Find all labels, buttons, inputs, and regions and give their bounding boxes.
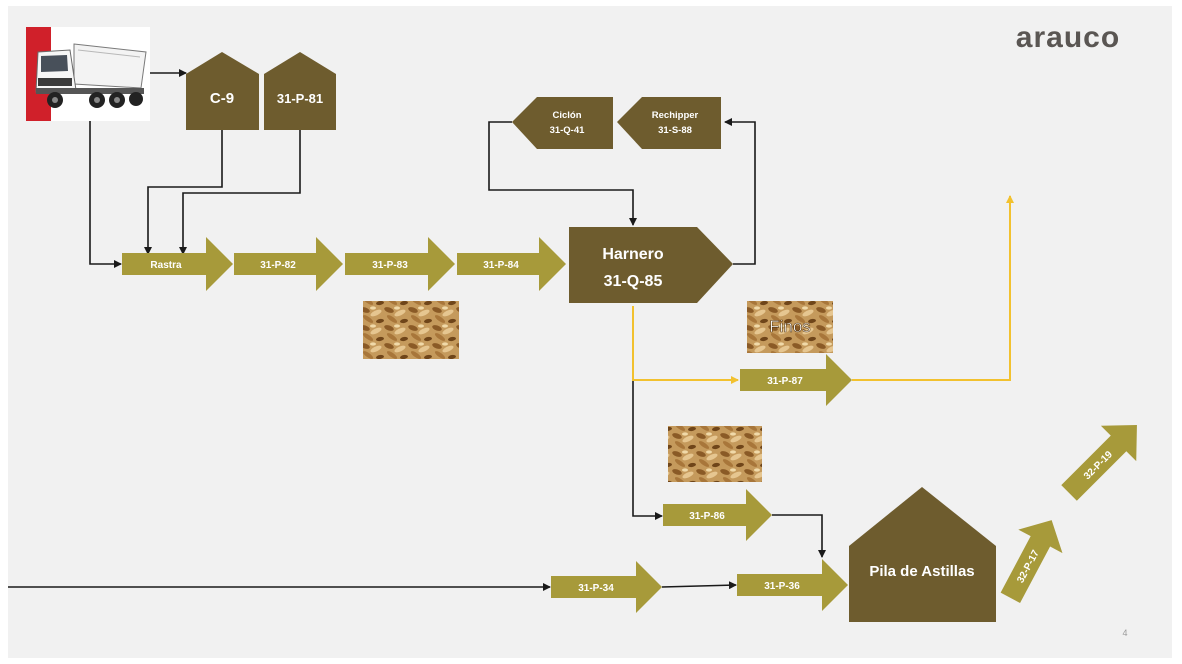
conveyor-31-p-83: 31-P-83 (345, 237, 455, 291)
finos-image: Finos (747, 301, 833, 353)
truck-image (26, 27, 150, 121)
conveyor-32-p-19: 32-P-19 (1061, 425, 1137, 501)
node-rechipper-name: Rechipper (652, 110, 699, 121)
conveyor-32-p-17: 32-P-17 (1000, 520, 1063, 604)
page-number: 4 (1122, 628, 1127, 638)
node-rechipper: Rechipper 31-S-88 (617, 97, 721, 149)
node-ciclon-code: 31-Q-41 (550, 125, 586, 136)
flow-lines (8, 69, 826, 591)
finos-label: Finos (769, 317, 811, 336)
conveyor-rastra: Rastra (122, 237, 233, 291)
conveyor-31-p-36: 31-P-36 (737, 559, 848, 611)
conveyor-31-p-36-label: 31-P-36 (764, 581, 800, 592)
node-31-p-81-label: 31-P-81 (277, 91, 323, 106)
conveyor-31-p-84: 31-P-84 (457, 237, 566, 291)
conveyor-31-p-34: 31-P-34 (551, 561, 662, 613)
wood-chips-image-2 (668, 426, 762, 482)
node-31-p-81: 31-P-81 (264, 52, 336, 130)
conveyor-31-p-86: 31-P-86 (663, 489, 772, 541)
conveyor-31-p-87: 31-P-87 (740, 354, 852, 406)
conveyor-31-p-82-label: 31-P-82 (260, 260, 296, 271)
node-harnero-code: 31-Q-85 (604, 273, 663, 290)
node-pila-de-astillas: Pila de Astillas (849, 487, 996, 622)
node-harnero-name: Harnero (602, 246, 664, 263)
node-ciclon-name: Ciclón (552, 110, 581, 121)
wood-chips-image (363, 301, 459, 359)
conveyor-rastra-label: Rastra (150, 260, 182, 271)
node-rechipper-code: 31-S-88 (658, 125, 692, 136)
conveyor-31-p-82: 31-P-82 (234, 237, 343, 291)
conveyor-31-p-87-label: 31-P-87 (767, 376, 803, 387)
node-c9: C-9 (186, 52, 259, 130)
conveyor-31-p-34-label: 31-P-34 (578, 583, 614, 594)
node-harnero: Harnero 31-Q-85 (569, 227, 733, 303)
conveyor-31-p-83-label: 31-P-83 (372, 260, 408, 271)
arauco-logo: arauco (1016, 21, 1120, 54)
node-pila-de-astillas-label: Pila de Astillas (869, 563, 974, 580)
node-c9-label: C-9 (210, 90, 234, 107)
fines-lines (632, 195, 1014, 384)
conveyor-31-p-86-label: 31-P-86 (689, 511, 725, 522)
conveyor-31-p-84-label: 31-P-84 (483, 260, 519, 271)
node-ciclon: Ciclón 31-Q-41 (512, 97, 613, 149)
